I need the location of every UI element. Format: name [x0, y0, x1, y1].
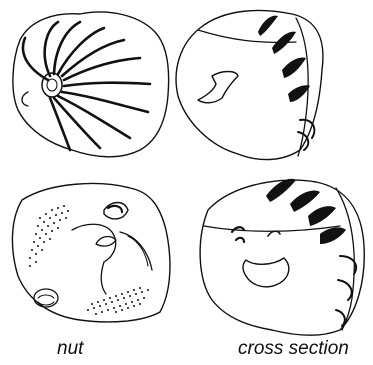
hilum — [42, 73, 62, 97]
embryo-outline-lower — [243, 258, 289, 287]
embryo-outline — [198, 72, 238, 103]
nut-stipple — [29, 205, 149, 315]
caption-nut: nut — [57, 338, 83, 360]
cross-section-upper — [176, 11, 323, 160]
whole-fruit-ribbed — [13, 12, 169, 157]
cross-section-outline — [176, 11, 323, 160]
caption-cross-section: cross section — [238, 338, 349, 360]
shell-bands — [258, 16, 310, 102]
nut-illustration — [12, 184, 170, 322]
cross-section-lower — [200, 179, 364, 335]
